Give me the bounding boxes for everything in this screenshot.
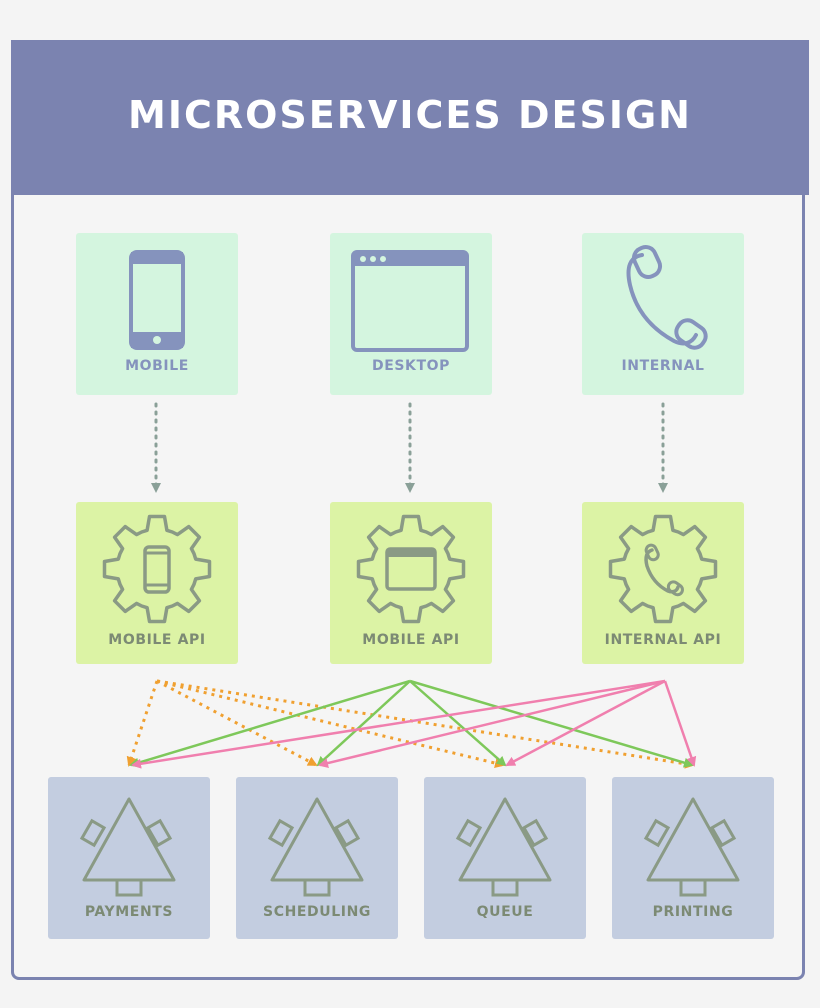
- link-internal-api-to-printing: [663, 680, 697, 767]
- diagram-title: MICROSERVICES DESIGN: [128, 92, 692, 137]
- tree-icon: [79, 797, 176, 897]
- link-mobile-api-to-scheduling: [156, 679, 318, 767]
- link-mobile-api-to-printing: [156, 679, 695, 769]
- client-label: INTERNAL: [621, 358, 705, 374]
- api-label: MOBILE API: [108, 632, 206, 648]
- tree-icon: [643, 797, 740, 897]
- api-label: MOBILE API: [362, 632, 460, 648]
- title-banner: MICROSERVICES DESIGN: [11, 40, 809, 195]
- client-label: MOBILE: [125, 358, 189, 374]
- api-label: INTERNAL API: [604, 632, 722, 648]
- service-label: SCHEDULING: [263, 904, 371, 920]
- link-desktop-api-to-printing: [409, 679, 694, 768]
- service-label: PAYMENTS: [84, 904, 174, 920]
- link-internal-api-to-payments: [131, 679, 666, 769]
- telephone-handset-icon: [626, 245, 708, 350]
- client-label: DESKTOP: [371, 358, 451, 374]
- gear-browser-icon: [356, 514, 466, 624]
- api-card-internal: INTERNAL API: [582, 502, 744, 664]
- service-label: PRINTING: [652, 904, 734, 920]
- link-internal-api-to-scheduling: [318, 679, 666, 768]
- service-card-printing: PRINTING: [612, 777, 774, 939]
- api-card-desktop: MOBILE API: [330, 502, 492, 664]
- link-internal-api-to-queue: [505, 679, 666, 767]
- api-card-mobile: MOBILE API: [76, 502, 238, 664]
- service-card-scheduling: SCHEDULING: [236, 777, 398, 939]
- gear-outline: [102, 514, 212, 624]
- client-card-internal: INTERNAL: [582, 233, 744, 395]
- gear-phone-icon: [102, 514, 212, 624]
- gear-telephone-icon: [608, 514, 718, 624]
- service-card-payments: PAYMENTS: [48, 777, 210, 939]
- link-desktop-api-to-scheduling: [316, 680, 411, 767]
- gear-outline: [608, 514, 718, 624]
- service-label: QUEUE: [476, 904, 534, 920]
- link-mobile-api-to-payments: [126, 680, 159, 767]
- phone-icon: [129, 250, 185, 350]
- tree-icon: [455, 797, 552, 897]
- service-card-queue: QUEUE: [424, 777, 586, 939]
- client-card-desktop: DESKTOP: [330, 233, 492, 395]
- tree-icon: [267, 797, 364, 897]
- link-mobile-api-to-queue: [156, 679, 505, 768]
- browser-window-icon: [351, 250, 469, 352]
- gear-outline: [356, 514, 466, 624]
- client-card-mobile: MOBILE: [76, 233, 238, 395]
- link-desktop-api-to-payments: [129, 679, 411, 768]
- link-desktop-api-to-queue: [409, 680, 507, 767]
